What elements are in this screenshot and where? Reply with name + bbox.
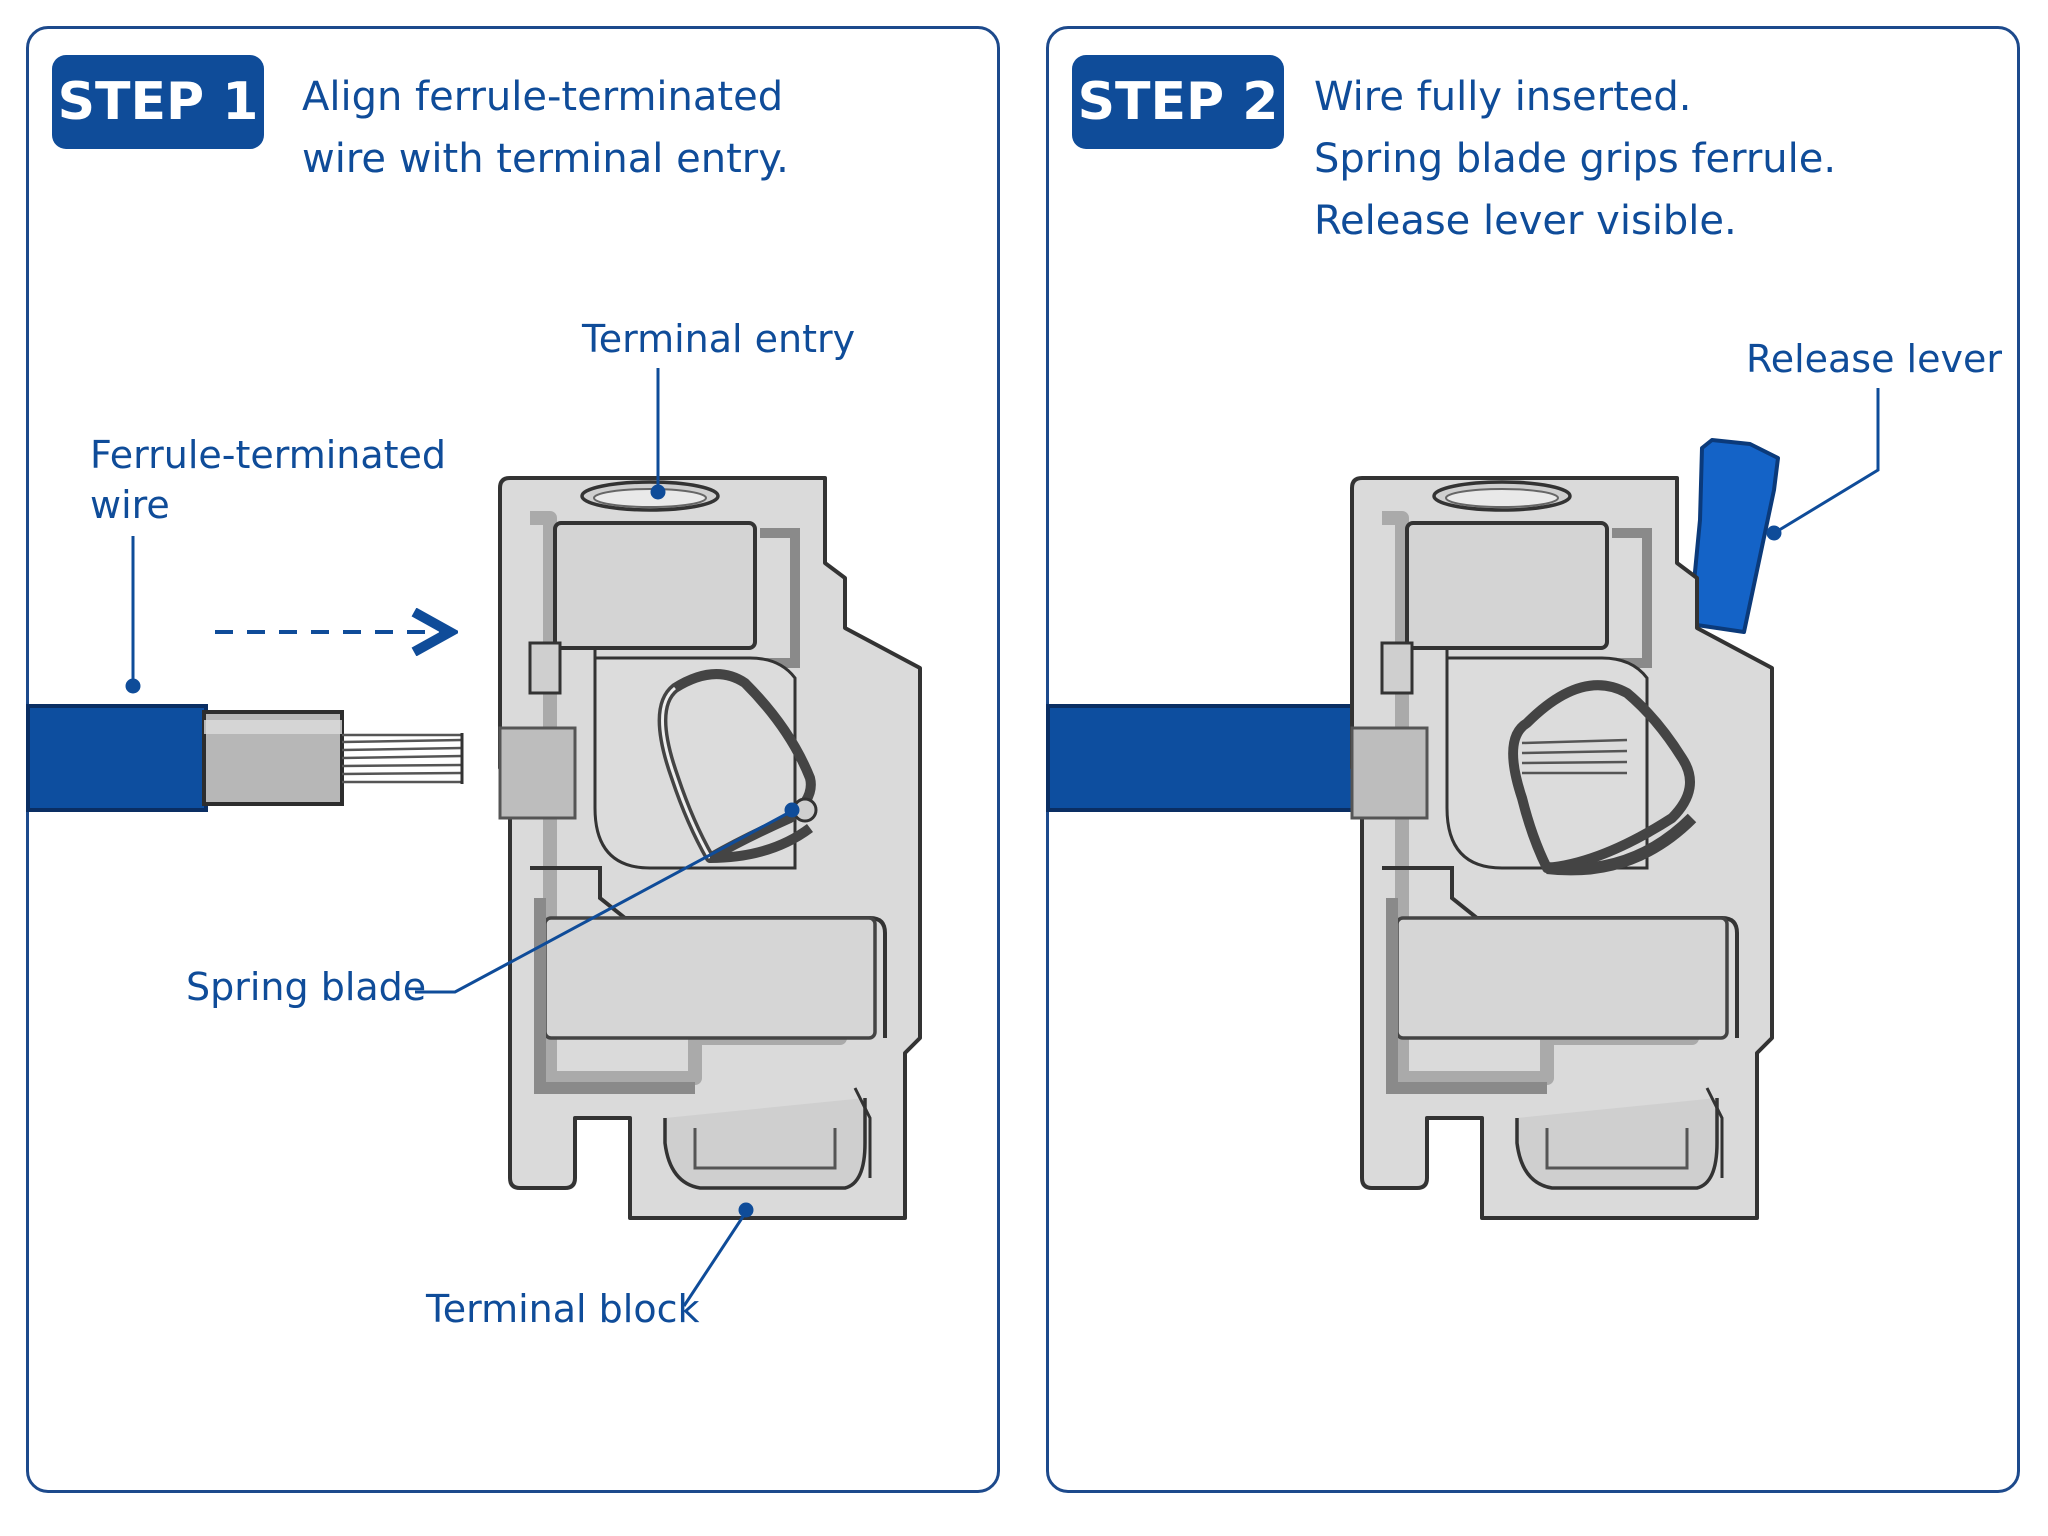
- step1-instruction-line: wire with terminal entry.: [302, 136, 789, 182]
- terminal-block-step1: [500, 478, 920, 1218]
- step2-instruction: Wire fully inserted. Spring blade grips …: [1314, 66, 1836, 252]
- leader-lines-step2: [1766, 388, 1880, 541]
- wire-label-line: wire: [90, 483, 170, 527]
- step2-instruction-line: Spring blade grips ferrule.: [1314, 136, 1837, 182]
- wire-insulation: [26, 704, 208, 812]
- step1-badge: STEP 1: [52, 55, 264, 149]
- wire-label-line: Ferrule-terminated: [90, 433, 447, 477]
- step1-instruction-line: Align ferrule-terminated: [302, 74, 784, 120]
- step2-instruction-line: Release lever visible.: [1314, 198, 1737, 244]
- release-lever-label: Release lever: [1746, 337, 2002, 381]
- step2-instruction-line: Wire fully inserted.: [1314, 74, 1692, 120]
- spring-blade-label: Spring blade: [186, 965, 427, 1009]
- terminal-block-step2: [1352, 478, 1772, 1218]
- spring-blade-step2: [1508, 680, 1695, 873]
- terminal-entry-label: Terminal entry: [582, 317, 856, 361]
- leader-lines-step1: [125, 368, 800, 1307]
- wire-insulation-step2: [1046, 704, 1402, 812]
- step1-instruction: Align ferrule-terminated wire with termi…: [302, 66, 789, 190]
- step2-badge: STEP 2: [1072, 55, 1284, 149]
- wire-label: Ferrule-terminated wire: [90, 430, 446, 530]
- wire-strands: [341, 733, 464, 784]
- release-lever: [1688, 438, 1780, 634]
- terminal-block-label: Terminal block: [426, 1287, 700, 1331]
